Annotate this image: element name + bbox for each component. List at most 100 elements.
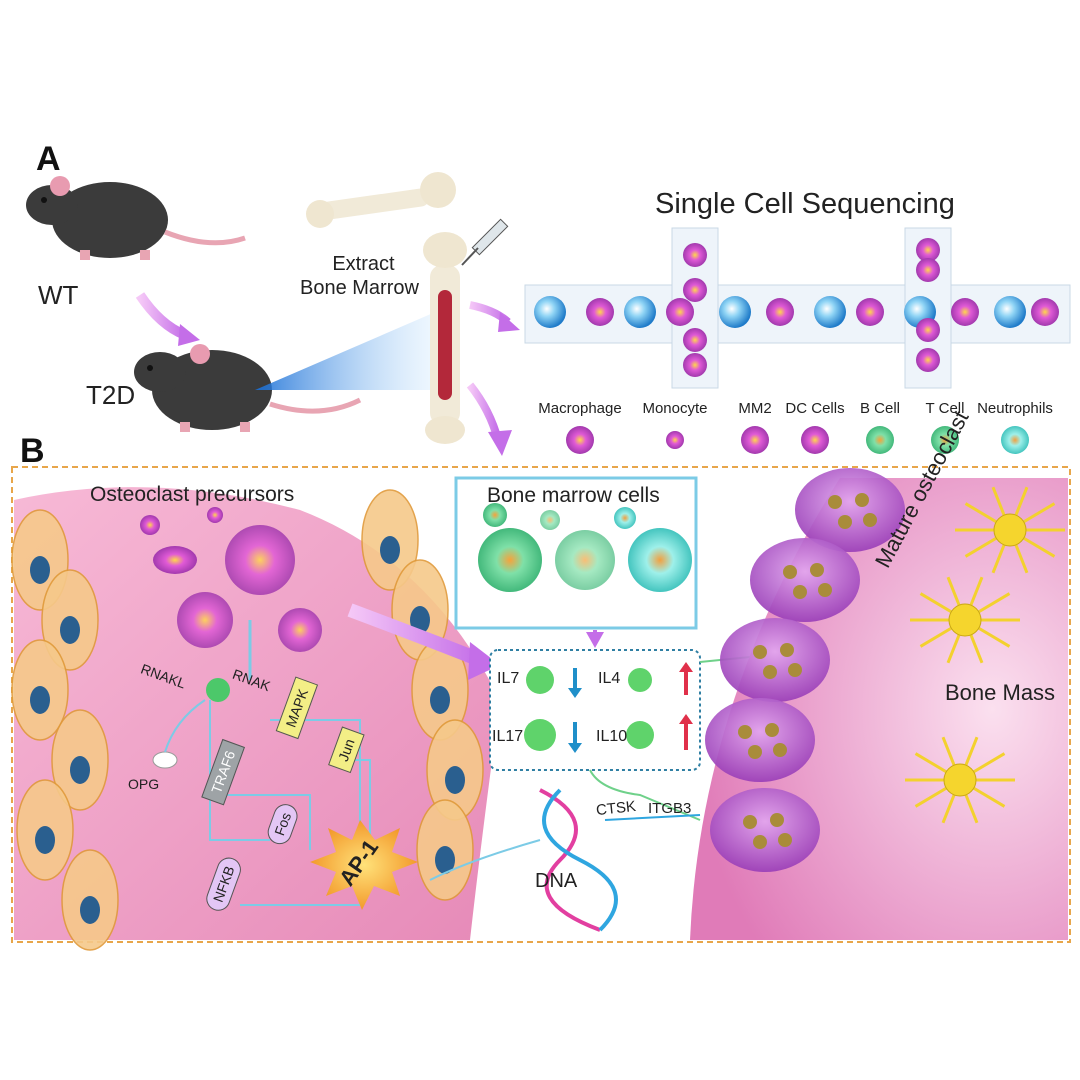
chip-cell [916, 258, 940, 282]
lining-nucleus [60, 616, 80, 644]
cell-type-icon [741, 426, 769, 454]
arrow-down-icon [568, 668, 582, 698]
osteoclast-nucleus [748, 745, 762, 759]
sequencing-title: Single Cell Sequencing [655, 188, 955, 220]
il7-label: IL7 [497, 670, 520, 687]
chip-cell [683, 328, 707, 352]
chip-cell [719, 296, 751, 328]
chip-cell [1031, 298, 1059, 326]
opg-label: OPG [128, 776, 160, 792]
osteoclast-nucleus [793, 585, 807, 599]
inhibit-line [589, 769, 701, 821]
osteoclast [705, 698, 815, 782]
osteoclast-nucleus [828, 495, 842, 509]
cell-type-icon [666, 431, 684, 449]
cell-type-label: DC Cells [785, 400, 845, 417]
bmc-title: Bone marrow cells [487, 484, 660, 507]
microfluidic-chip [524, 227, 1071, 389]
panel-a-label: A [36, 140, 61, 178]
cell-type-icon [801, 426, 829, 454]
beam [255, 310, 450, 390]
wt-to-t2d-arrowhead [178, 324, 200, 346]
lining-nucleus [435, 846, 455, 874]
osteoclast-nucleus [773, 743, 787, 757]
cell-type-label: T Cell [925, 400, 965, 417]
lining-nucleus [445, 766, 465, 794]
cell-type-icon [866, 426, 894, 454]
osteoclast-nucleus [818, 583, 832, 597]
receptor-icon [152, 620, 252, 769]
dna-helix-icon [539, 788, 618, 932]
sequenced-cells [534, 238, 1059, 377]
osteoclast-nucleus [855, 493, 869, 507]
cell-type-label: Neutrophils [977, 400, 1053, 417]
chip-cell [683, 353, 707, 377]
osteoclast [750, 538, 860, 622]
arrow-up-icon [679, 714, 693, 750]
to-panel-b-arrowhead [488, 430, 512, 456]
osteoclast-nucleus [763, 665, 777, 679]
chip-cell [534, 296, 566, 328]
chip-cell [683, 243, 707, 267]
osteoclast [795, 468, 905, 552]
wt-mouse-icon [26, 176, 246, 260]
cell-type-label: B Cell [859, 400, 900, 417]
osteoclast-nucleus [753, 835, 767, 849]
il17-label: IL17 [492, 728, 524, 745]
arrow-up-icon [679, 662, 693, 695]
osteocytes [905, 486, 1065, 824]
wt-to-t2d-arrow [135, 292, 188, 340]
bone-vertical-icon [423, 232, 467, 444]
mature-osteoclasts [705, 468, 905, 872]
precursor-to-cytokine-arrowhead [468, 642, 500, 680]
lining-nucleus [430, 686, 450, 714]
cell-type-icon [931, 426, 959, 454]
osteoclast [720, 618, 830, 702]
chip-cell [624, 296, 656, 328]
osteoclast-nucleus [770, 813, 784, 827]
osteocyte [905, 736, 1015, 824]
dna-label: DNA [535, 870, 578, 892]
chip-cell [683, 278, 707, 302]
cell-type-icons [566, 426, 1029, 454]
lining-nucleus [80, 896, 100, 924]
chip-cell [856, 298, 884, 326]
chip-cell [994, 296, 1026, 328]
chip-cell [951, 298, 979, 326]
bmc-cells [478, 503, 692, 592]
lining-nucleus [410, 606, 430, 634]
chip-cell [916, 238, 940, 262]
osteoclast-nucleus [863, 513, 877, 527]
bone-lining-cells [11, 489, 484, 951]
wt-label: WT [38, 280, 79, 310]
il4-label: IL4 [598, 670, 621, 687]
osteoclast-nucleus [738, 725, 752, 739]
chip-cell [586, 298, 614, 326]
osteoclast-nucleus [765, 723, 779, 737]
cell-type-icon [1001, 426, 1029, 454]
chip-cell [814, 296, 846, 328]
panel-b-label: B [20, 432, 45, 470]
osteoclast-nucleus [780, 643, 794, 657]
cytokine-box [489, 649, 701, 771]
il10-label: IL10 [596, 728, 628, 745]
bone-mass-label: Bone Mass [945, 680, 1056, 705]
chip-cell [766, 298, 794, 326]
osteoclast-nucleus [810, 563, 824, 577]
gene-arrow [604, 814, 701, 821]
osteoclast-nucleus [788, 663, 802, 677]
cell-type-label: Monocyte [642, 400, 708, 417]
chip-cell [666, 298, 694, 326]
osteoclast-nucleus [753, 645, 767, 659]
cell-type-label: MM2 [738, 400, 772, 417]
lining-nucleus [35, 826, 55, 854]
cell-type-label: Macrophage [538, 400, 622, 417]
to-sequencing-arrowhead [498, 312, 520, 332]
lining-nucleus [30, 556, 50, 584]
ap1-burst-icon [310, 820, 418, 910]
precursors-label: Osteoclast precursors [90, 483, 295, 506]
extract-label: Extract Bone Marrow [300, 252, 419, 300]
precursor-cells [140, 507, 322, 652]
